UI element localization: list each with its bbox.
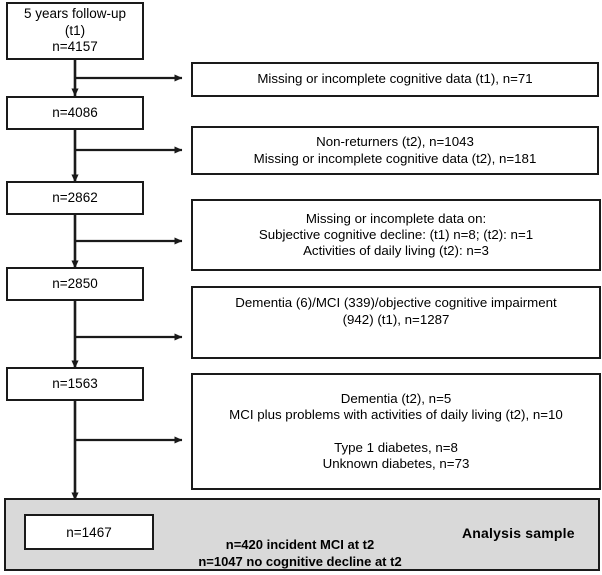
cohort-box-step1: n=4086 bbox=[6, 96, 144, 130]
cohort-final-label: n=1467 bbox=[66, 524, 112, 540]
exclusion-box-4: Dementia (6)/MCI (339)/objective cogniti… bbox=[191, 286, 601, 359]
analysis-outcomes-label: n=420 incident MCI at t2 n=1047 no cogni… bbox=[198, 536, 402, 570]
cohort-box-baseline: 5 years follow-up (t1) n=4157 bbox=[6, 2, 144, 60]
cohort-step4-label: n=1563 bbox=[52, 375, 98, 391]
exclusion-2-label: Non-returners (t2), n=1043 Missing or in… bbox=[253, 134, 537, 166]
exclusion-box-1: Missing or incomplete cognitive data (t1… bbox=[191, 62, 599, 97]
cohort-step3-label: n=2850 bbox=[52, 275, 98, 291]
exclusion-1-label: Missing or incomplete cognitive data (t1… bbox=[257, 71, 533, 87]
cohort-box-step2: n=2862 bbox=[6, 181, 144, 215]
analysis-outcomes-text: n=420 incident MCI at t2 n=1047 no cogni… bbox=[176, 518, 424, 571]
analysis-sample-title: Analysis sample bbox=[462, 525, 575, 541]
cohort-step2-label: n=2862 bbox=[52, 189, 98, 205]
cohort-box-step4: n=1563 bbox=[6, 367, 144, 401]
cohort-box-step3: n=2850 bbox=[6, 267, 144, 301]
exclusion-4-label: Dementia (6)/MCI (339)/objective cogniti… bbox=[235, 295, 557, 327]
cohort-baseline-label: 5 years follow-up (t1) n=4157 bbox=[23, 6, 127, 55]
analysis-sample-label: Analysis sample bbox=[462, 525, 575, 541]
cohort-box-final: n=1467 bbox=[24, 514, 154, 550]
cohort-step1-label: n=4086 bbox=[52, 104, 98, 120]
exclusion-box-5: Dementia (t2), n=5 MCI plus problems wit… bbox=[191, 373, 601, 490]
analysis-sample-panel bbox=[4, 498, 600, 571]
exclusion-box-2: Non-returners (t2), n=1043 Missing or in… bbox=[191, 126, 599, 175]
exclusion-box-3: Missing or incomplete data on: Subjectiv… bbox=[191, 199, 601, 271]
exclusion-3-label: Missing or incomplete data on: Subjectiv… bbox=[258, 210, 534, 259]
exclusion-5-label: Dementia (t2), n=5 MCI plus problems wit… bbox=[229, 390, 563, 471]
